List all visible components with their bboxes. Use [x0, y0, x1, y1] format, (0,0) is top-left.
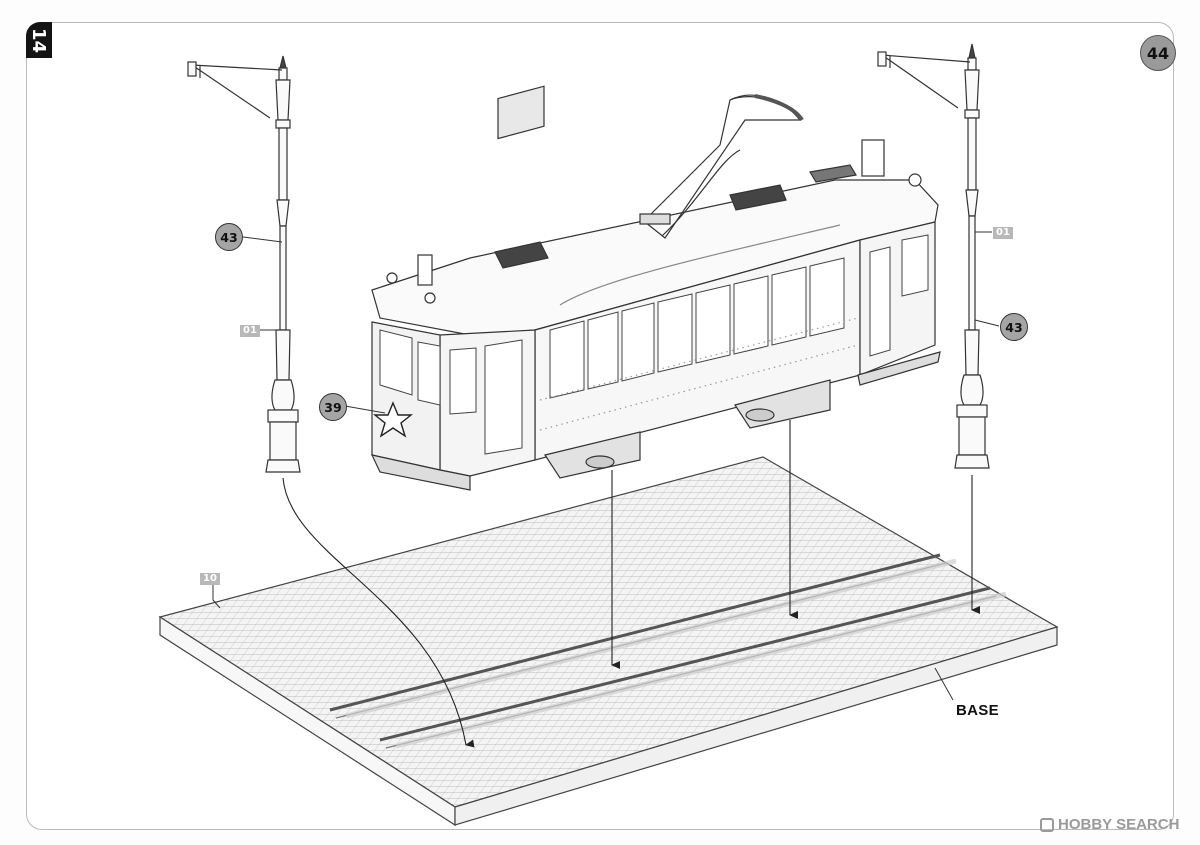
callout-left-lamp: 43 [215, 223, 243, 251]
callout-tram-star: 39 [319, 393, 347, 421]
watermark-text: HOBBY SEARCH [1058, 816, 1180, 833]
assembly-arrows [282, 420, 980, 748]
step-number-badge: 44 [1140, 35, 1176, 71]
base-label: BASE [956, 702, 999, 719]
cobblestone-base [158, 456, 1059, 827]
right-lamp-post [877, 43, 990, 469]
pantograph [639, 94, 804, 239]
callout-right-lamp: 43 [1000, 313, 1028, 341]
part-tag-right-sprue: 01 [993, 227, 1013, 239]
hobby-search-logo-icon [1040, 817, 1054, 832]
page-number-tab: 14 [26, 22, 52, 58]
tram-car [370, 85, 941, 491]
watermark: HOBBY SEARCH [1040, 816, 1179, 833]
part-tag-left-sprue: 01 [240, 325, 260, 337]
part-tag-base-sprue: 10 [200, 573, 220, 585]
left-lamp-post [187, 55, 301, 473]
callout-leaders [212, 231, 1000, 701]
